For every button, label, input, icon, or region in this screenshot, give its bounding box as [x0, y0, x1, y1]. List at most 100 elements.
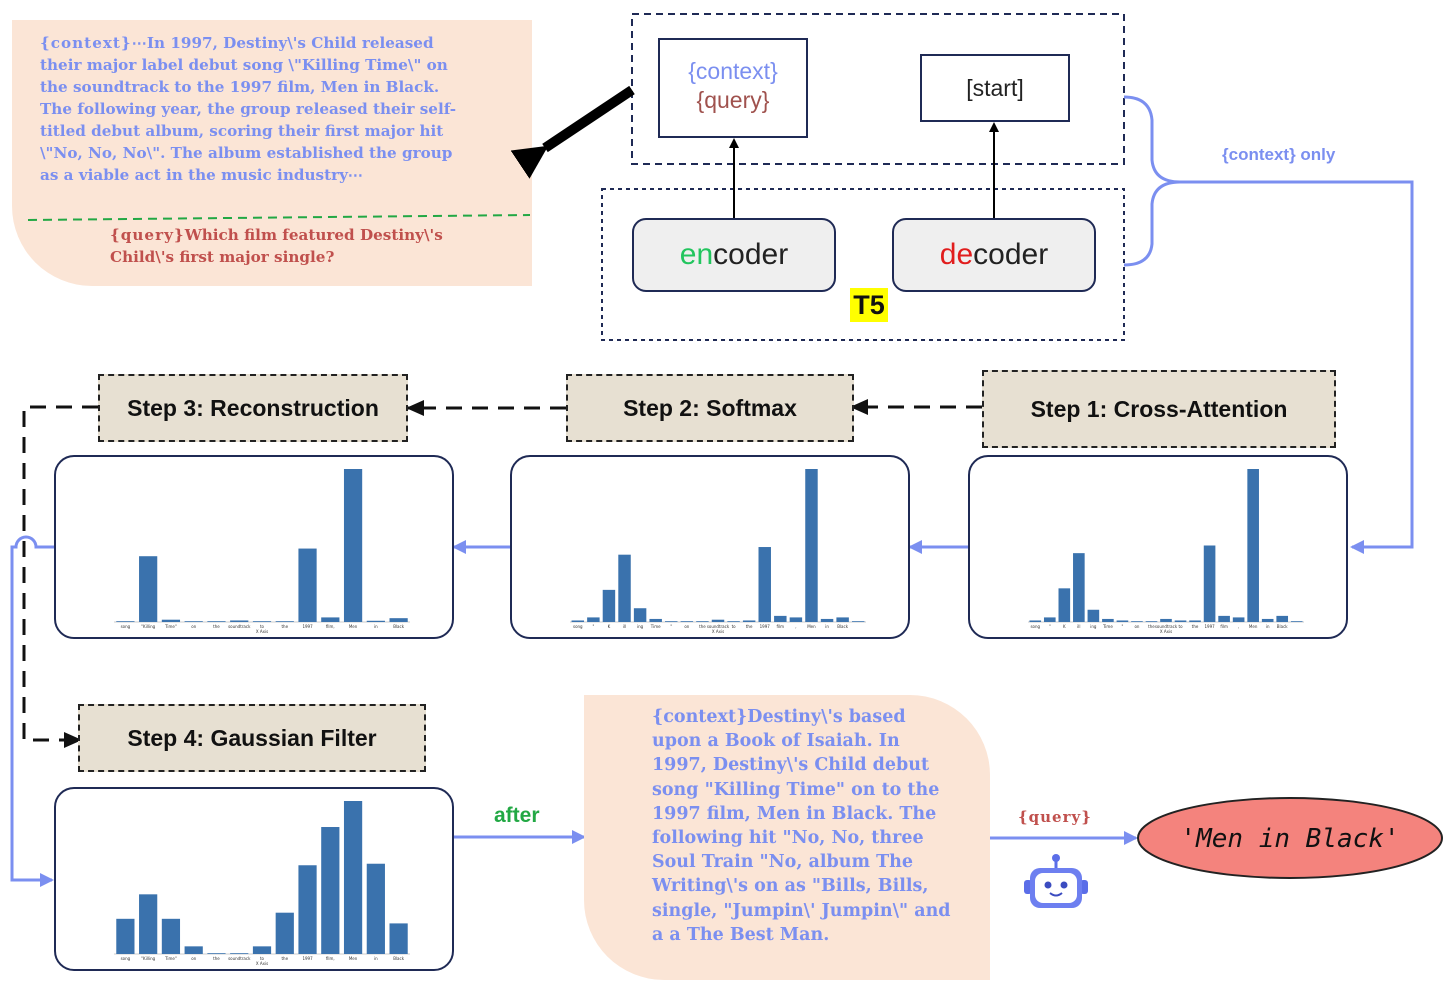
- tick-label: Men: [807, 624, 816, 629]
- bar: [633, 608, 647, 622]
- tick-label: Men: [349, 624, 358, 629]
- tick-label: film,: [326, 624, 335, 629]
- bar: [836, 617, 849, 622]
- tick-label: 1997: [302, 956, 313, 961]
- tick-label: soundtrack: [228, 956, 251, 961]
- tick-label: ,: [795, 624, 796, 629]
- tick-label: Men: [349, 956, 358, 961]
- bar: [1218, 615, 1230, 622]
- input-context: {context}: [688, 58, 778, 84]
- bar: [789, 617, 803, 622]
- bar: [116, 621, 135, 622]
- tick-label: ": [592, 624, 594, 629]
- tick-label: song: [1030, 624, 1040, 629]
- tick-label: Men: [1249, 624, 1258, 629]
- tick-label: song: [121, 624, 131, 629]
- tick-label: song: [121, 956, 131, 961]
- bar: [389, 618, 408, 622]
- bar: [1102, 618, 1114, 622]
- bar: [343, 801, 363, 954]
- tick-label: song: [573, 624, 583, 629]
- bar: [161, 619, 181, 622]
- tick-label: in: [825, 624, 829, 629]
- tick-label: film: [777, 624, 785, 629]
- tick-label: the: [746, 624, 753, 629]
- tick-label: ing: [637, 624, 644, 629]
- bar: [321, 617, 340, 622]
- tick-label: in: [374, 956, 378, 961]
- tick-label: Black: [1277, 624, 1289, 629]
- bar: [343, 469, 363, 622]
- start-token-box: [start]: [920, 54, 1070, 122]
- context-tag: {context}: [40, 34, 132, 52]
- step3-to-step4-arrow: [22, 405, 98, 748]
- query-paragraph: {query}Which film featured Destiny\'s Ch…: [110, 224, 470, 268]
- query-arrow-label: {query}: [1018, 808, 1092, 826]
- tick-label: Black: [393, 624, 405, 629]
- bar: [1116, 620, 1129, 622]
- encoder-prefix: en: [679, 238, 714, 271]
- tick-label: ill: [623, 624, 626, 629]
- bar: [1131, 621, 1143, 622]
- chart3-to-chart4-arrow: [10, 535, 54, 887]
- inputs-dashed-box: [631, 13, 1125, 165]
- tick-label: ": [670, 624, 672, 629]
- tick-label: in: [1266, 624, 1270, 629]
- bar: [1160, 618, 1172, 622]
- tick-label: Black: [393, 956, 405, 961]
- tick-label: ,: [1238, 624, 1239, 629]
- input-query: {query}: [696, 87, 770, 113]
- bar: [366, 863, 385, 954]
- bar: [184, 621, 203, 622]
- bar: [1043, 617, 1056, 622]
- bar: [252, 621, 272, 622]
- tick-label: "Killing: [141, 624, 155, 629]
- after-label: after: [494, 804, 540, 827]
- tick-label: the: [213, 956, 220, 961]
- bar: [1174, 620, 1187, 622]
- context-brace: [1123, 95, 1181, 267]
- bar: [321, 827, 340, 954]
- tick-label: 1997: [302, 624, 313, 629]
- bar: [758, 547, 771, 622]
- step4-label: Step 4: Gaussian Filter: [78, 704, 426, 772]
- bar: [1290, 621, 1303, 622]
- t5-label: T5: [850, 288, 888, 322]
- context-paragraph: {context}⋯In 1997, Destiny\'s Child rele…: [40, 32, 460, 186]
- output-context-bubble: {context}Destiny\'s based upon a Book of…: [584, 695, 990, 980]
- bar: [774, 615, 787, 622]
- bar: [680, 621, 694, 622]
- tick-label: ": [1049, 624, 1051, 629]
- x-axis-label: X Axis: [1160, 629, 1172, 634]
- bar: [116, 918, 135, 954]
- query-text: Which film featured Destiny\'s Child\'s …: [110, 226, 443, 266]
- tick-label: "Killing: [141, 956, 155, 961]
- bar: [1029, 620, 1042, 622]
- tick-label: K: [608, 624, 611, 629]
- big-arrow: [510, 85, 635, 179]
- tick-label: the: [1192, 624, 1199, 629]
- x-axis-label: X Axis: [256, 629, 268, 634]
- separator-line: [27, 214, 531, 221]
- tick-label: soundtrack: [228, 624, 251, 629]
- bar: [1247, 469, 1259, 622]
- decoder-prefix: de: [939, 238, 974, 271]
- bar: [649, 618, 662, 622]
- bar: [851, 621, 865, 622]
- bar: [298, 865, 317, 954]
- context-text: ⋯In 1997, Destiny\'s Child released thei…: [40, 34, 457, 184]
- bar: [207, 953, 226, 954]
- bar: [696, 621, 709, 622]
- tick-label: film: [1220, 624, 1228, 629]
- tick-label: in: [374, 624, 378, 629]
- query-tag: {query}: [110, 226, 185, 244]
- bar: [139, 556, 158, 622]
